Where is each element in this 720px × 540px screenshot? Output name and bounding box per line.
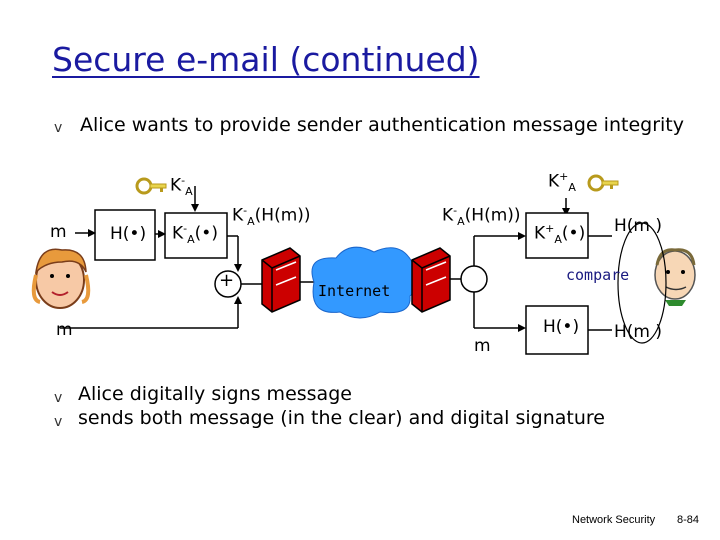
- intro-bullet: Alice wants to provide sender authentica…: [80, 114, 684, 136]
- encrypt-box-label: K-A(•): [172, 222, 218, 247]
- hash-left-label: H(•): [110, 224, 147, 244]
- decrypt-box: [525, 212, 589, 259]
- plus-sign: +: [219, 270, 235, 291]
- footer-section: Network Security: [572, 514, 656, 526]
- page-title: Secure e-mail (continued): [52, 40, 480, 79]
- public-key-label: K+A: [548, 170, 576, 195]
- hash-right-label: H(•): [543, 317, 580, 337]
- bullet-icon: v: [54, 390, 63, 406]
- alice-icon: [31, 248, 91, 309]
- compare-label: compare: [566, 266, 630, 284]
- hash-box-right: [525, 305, 589, 355]
- bob-icon: [654, 248, 696, 306]
- bullet-item: sends both message (in the clear) and di…: [78, 407, 605, 429]
- signature-left-label: K-A(H(m)): [232, 204, 311, 229]
- private-key-label: K-A: [170, 174, 193, 199]
- bullet-icon: v: [54, 120, 63, 136]
- router-icon-right: [411, 247, 451, 313]
- hash-box-left: [94, 209, 156, 261]
- m-input-label: m: [50, 222, 67, 242]
- hash-out-bottom-label: H(m ): [614, 322, 663, 342]
- private-key-icon: [135, 177, 167, 195]
- compare-ellipse: [617, 222, 667, 344]
- signature-right-label: K-A(H(m)): [442, 204, 521, 229]
- internet-label: Internet: [318, 282, 391, 300]
- bullet-item: Alice digitally signs message: [78, 383, 352, 405]
- public-key-icon: [587, 174, 619, 192]
- decrypt-box-label: K+A(•): [534, 222, 586, 247]
- hash-out-top-label: H(m ): [614, 216, 663, 236]
- footer-page-number: 8-84: [677, 514, 700, 526]
- bullet-icon: v: [54, 414, 63, 430]
- router-icon-left: [261, 247, 301, 313]
- m-lower-left-label: m: [56, 320, 73, 340]
- m-lower-right-label: m: [474, 336, 491, 356]
- split-circle-right: [460, 265, 488, 293]
